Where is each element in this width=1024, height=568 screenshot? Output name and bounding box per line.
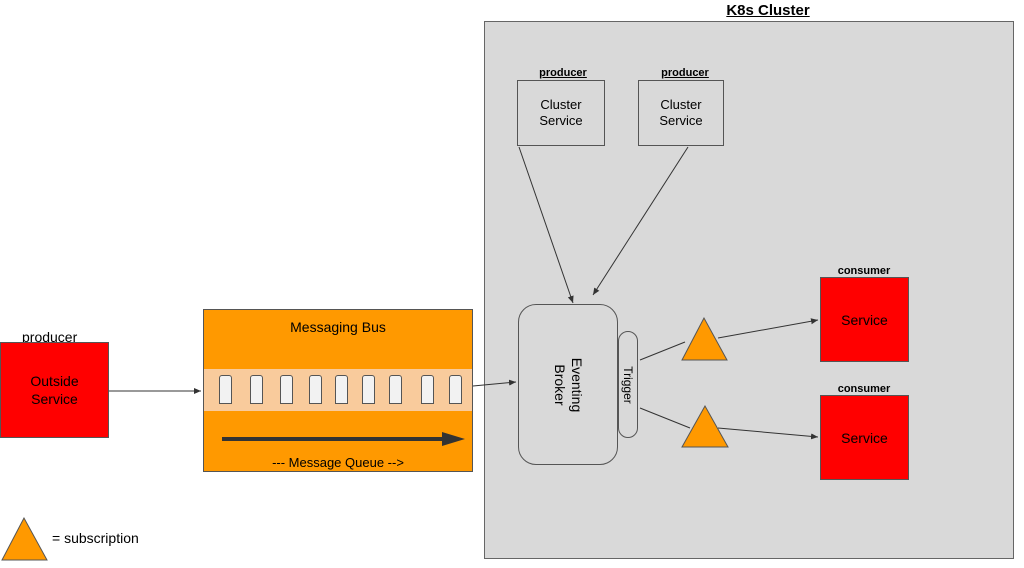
outside-service-line2: Service bbox=[31, 391, 78, 407]
messaging-bus-title: Messaging Bus bbox=[290, 319, 386, 335]
queue-message bbox=[449, 375, 462, 404]
consumer-service-1-label: Service bbox=[841, 311, 888, 328]
outside-service-line1: Outside bbox=[30, 373, 79, 389]
arrow-sub1-to-consumer1 bbox=[717, 318, 819, 339]
cluster-title: K8s Cluster bbox=[726, 2, 810, 19]
legend-text: = subscription bbox=[52, 530, 139, 546]
cluster-service-2-line2: Service bbox=[659, 113, 703, 128]
consumer-service-1[interactable]: Service bbox=[820, 277, 909, 362]
eventing-broker[interactable] bbox=[518, 304, 618, 465]
queue-message bbox=[280, 375, 293, 404]
message-queue-label: --- Message Queue --> bbox=[272, 455, 404, 470]
queue-message bbox=[335, 375, 348, 404]
queue-message bbox=[250, 375, 263, 404]
outside-producer-tag: producer bbox=[22, 329, 78, 345]
arrow-cluster2-to-broker bbox=[592, 146, 689, 296]
arrow-sub2-to-consumer2 bbox=[717, 427, 819, 440]
subscription-triangle-1 bbox=[681, 316, 728, 361]
consumer-tag-2: consumer bbox=[837, 383, 891, 395]
queue-message bbox=[362, 375, 375, 404]
cluster-service-1-line1: Cluster bbox=[540, 97, 582, 112]
queue-message bbox=[219, 375, 232, 404]
trigger[interactable] bbox=[618, 331, 638, 438]
producer-tag-2: producer bbox=[661, 67, 709, 79]
cluster-service-1-line2: Service bbox=[539, 113, 583, 128]
legend-triangle bbox=[1, 516, 48, 561]
cluster-service-2-line1: Cluster bbox=[660, 97, 702, 112]
consumer-service-2[interactable]: Service bbox=[820, 395, 909, 480]
consumer-tag-1: consumer bbox=[837, 265, 891, 277]
arrow-cluster1-to-broker bbox=[518, 146, 574, 304]
queue-message bbox=[421, 375, 434, 404]
arrow-bus-to-broker bbox=[472, 379, 517, 387]
cluster-service-1[interactable]: Cluster Service bbox=[517, 80, 605, 146]
cluster-service-2[interactable]: Cluster Service bbox=[638, 80, 724, 146]
queue-message bbox=[389, 375, 402, 404]
queue-message bbox=[309, 375, 322, 404]
queue-direction-arrowhead bbox=[442, 432, 465, 446]
line-trigger-to-sub2 bbox=[639, 407, 691, 429]
producer-tag-1: producer bbox=[539, 67, 587, 79]
consumer-service-2-label: Service bbox=[841, 429, 888, 446]
line-trigger-to-sub1 bbox=[639, 341, 686, 361]
outside-service[interactable]: Outside Service bbox=[0, 342, 109, 438]
subscription-triangle-2 bbox=[681, 404, 729, 448]
